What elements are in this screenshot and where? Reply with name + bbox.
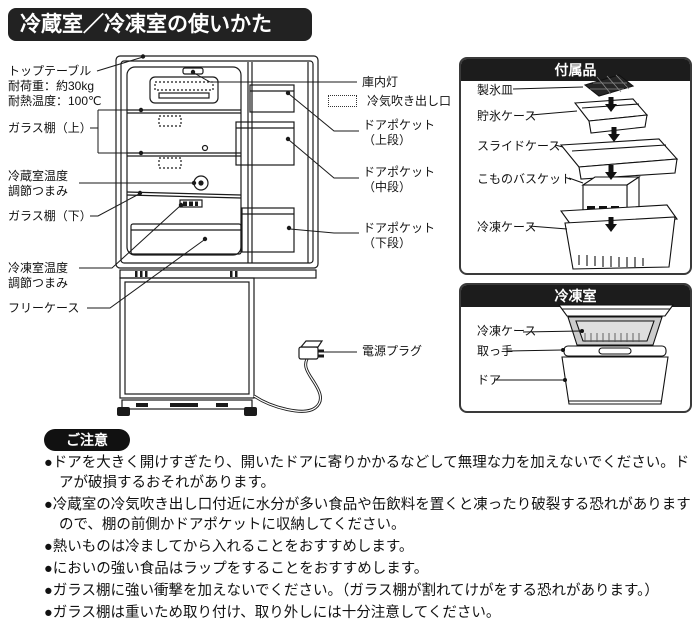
label-handle: 取っ手	[477, 344, 514, 358]
accessories-exploded-art	[512, 74, 679, 270]
caution-item: ●ガラス棚は重いため取り付け、取り外しには十分注意してください。	[44, 605, 501, 621]
label-line: （下段）	[363, 236, 412, 250]
cold-air-legend: 冷気吹き出し口	[328, 92, 451, 109]
caution-item: ●冷蔵室の冷気吹き出し口付近に水分が多い食品や缶飲料を置くと凍ったり破裂する恐れ…	[44, 497, 691, 533]
label-line: フリーケース	[8, 301, 80, 315]
label-line: ドアポケット	[363, 221, 436, 235]
caution-item: ●ドアを大きく開けすぎたり、開いたドアに寄りかかるなどして無理な力を加えないでく…	[44, 455, 690, 491]
caution-item: ●ガラス棚に強い衝撃を加えないでください。（ガラス棚が割れてけがをする恐れがあり…	[44, 583, 659, 599]
label-freezer-case: 冷凍ケース	[477, 220, 537, 234]
freezer-handle-icon	[563, 345, 667, 357]
label-line: 電源プラグ	[362, 344, 423, 358]
fridge-diagram: 冷気吹き出し口 トップテーブル 耐荷重：約30kg 耐熱温度：100℃ ガラス棚…	[0, 44, 460, 430]
fridge-line-art	[79, 54, 359, 416]
power-cord-icon	[253, 358, 322, 413]
accessories-panel: 付属品	[459, 57, 692, 275]
caution-badge: ご注意	[44, 429, 130, 451]
freezer-panel: 冷凍室	[459, 283, 692, 413]
label-line: トップテーブル	[8, 64, 92, 78]
label-line: 耐熱温度：100℃	[8, 94, 102, 108]
caution-item: ●においの強い食品はラップをすることをおすすめします。	[44, 561, 429, 577]
label-freezer-temp-knob: 冷凍室温度 調節つまみ	[8, 261, 68, 291]
label-free-case: フリーケース	[8, 301, 79, 316]
label-fridge-temp-knob: 冷蔵室温度 調節つまみ	[8, 169, 68, 199]
label-line: 耐荷重：約30kg	[8, 79, 95, 93]
label-door: ドア	[477, 373, 502, 387]
label-line: ドアポケット	[363, 118, 436, 132]
ice-tray-icon	[583, 74, 635, 97]
label-line: ドアポケット	[363, 165, 436, 179]
page-title: 冷蔵室／冷凍室の使いかた	[8, 8, 312, 41]
cold-air-outlet-icon	[158, 157, 182, 169]
label-line: ガラス棚（下）	[8, 209, 92, 223]
label-line: 冷凍室温度	[8, 261, 69, 275]
label-line: 庫内灯	[362, 75, 399, 89]
freezer-open-art	[494, 304, 675, 405]
label-line: 調節つまみ	[8, 276, 69, 290]
label-freezer-case-open: 冷凍ケース	[477, 324, 537, 338]
cold-air-outlet-icon	[158, 115, 182, 127]
label-ice-case: 貯氷ケース	[477, 109, 537, 123]
label-glass-shelf-upper: ガラス棚（上）	[8, 121, 92, 136]
label-door-pocket-lower: ドアポケット （下段）	[363, 221, 435, 251]
label-line: （上段）	[363, 133, 412, 147]
freezer-panel-title: 冷凍室	[461, 285, 690, 307]
freezer-case-open-icon	[567, 316, 663, 346]
freezer-door-icon	[561, 356, 669, 405]
label-door-pocket-middle: ドアポケット （中段）	[363, 165, 435, 195]
label-slide-case: スライドケース	[477, 139, 561, 153]
label-line: ガラス棚（上）	[8, 121, 92, 135]
label-top-table: トップテーブル 耐荷重：約30kg 耐熱温度：100℃	[8, 64, 102, 109]
freezer-case-icon	[559, 204, 679, 270]
label-line: （中段）	[363, 180, 412, 194]
freezer-lid-icon	[557, 304, 675, 317]
dotted-rect-icon	[328, 94, 357, 107]
label-line: 冷蔵室温度	[8, 169, 69, 183]
label-small-basket: こものバスケット	[477, 172, 574, 186]
legend-label: 冷気吹き出し口	[367, 94, 452, 108]
caution-item: ●熱いものは冷ましてから入れることをおすすめします。	[44, 539, 414, 555]
slide-case-icon	[559, 138, 679, 180]
label-power-plug: 電源プラグ	[362, 344, 422, 359]
label-ice-tray: 製氷皿	[477, 83, 514, 97]
label-interior-lamp: 庫内灯	[362, 75, 398, 90]
caution-list: ●ドアを大きく開けすぎたり、開いたドアに寄りかかるなどして無理な力を加えないでく…	[44, 453, 692, 625]
power-plug-icon	[298, 340, 324, 360]
accessories-panel-title: 付属品	[461, 59, 690, 81]
label-line: 調節つまみ	[8, 184, 69, 198]
label-door-pocket-upper: ドアポケット （上段）	[363, 118, 435, 148]
label-glass-shelf-lower: ガラス棚（下）	[8, 209, 92, 224]
